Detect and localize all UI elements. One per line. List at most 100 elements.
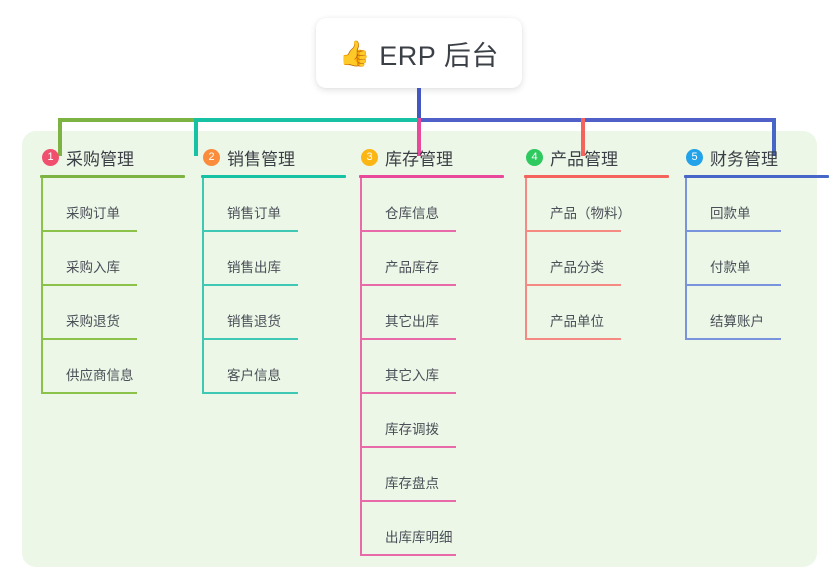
leaf-label: 其它出库 bbox=[385, 314, 439, 329]
leaf-node[interactable]: 库存盘点 bbox=[359, 448, 504, 502]
leaf-label: 采购入库 bbox=[66, 260, 120, 275]
leaf-underline bbox=[202, 230, 298, 232]
drop-product bbox=[581, 118, 585, 156]
leaf-label: 仓库信息 bbox=[385, 206, 439, 221]
branch-spine-sales bbox=[202, 178, 204, 394]
leaf-underline bbox=[360, 554, 456, 556]
leaf-node[interactable]: 结算账户 bbox=[684, 286, 829, 340]
leaf-node[interactable]: 产品分类 bbox=[524, 232, 669, 286]
leaf-node[interactable]: 其它入库 bbox=[359, 340, 504, 394]
segment-blue bbox=[417, 118, 776, 122]
branch-items-product: 产品（物料） 产品分类产品单位 bbox=[524, 178, 669, 340]
root-node-content: 👍 ERP 后台 bbox=[339, 34, 499, 73]
leaf-node[interactable]: 库存调拨 bbox=[359, 394, 504, 448]
branch-items-inventory: 仓库信息产品库存其它出库其它入库库存调拨库存盘点出库库明细 bbox=[359, 178, 504, 556]
leaf-node[interactable]: 销售订单 bbox=[201, 178, 346, 232]
leaf-underline bbox=[360, 230, 456, 232]
drop-inventory bbox=[417, 118, 421, 156]
leaf-label: 供应商信息 bbox=[66, 368, 134, 383]
branch-header-inventory[interactable]: 3 库存管理 bbox=[359, 144, 504, 170]
leaf-label: 其它入库 bbox=[385, 368, 439, 383]
leaf-label: 产品（物料） bbox=[550, 206, 631, 221]
leaf-node[interactable]: 销售出库 bbox=[201, 232, 346, 286]
branch-column-purchase: 1 采购管理采购订单采购入库采购退货供应商信息 bbox=[40, 144, 185, 394]
branch-title-inventory: 库存管理 bbox=[385, 149, 453, 169]
branch-underline-inventory bbox=[359, 175, 504, 178]
root-stem-connector bbox=[417, 88, 421, 120]
leaf-node[interactable]: 产品（物料） bbox=[524, 178, 669, 232]
branch-underline-purchase bbox=[40, 175, 185, 178]
leaf-label: 客户信息 bbox=[227, 368, 281, 383]
leaf-node[interactable]: 付款单 bbox=[684, 232, 829, 286]
branch-underline-sales bbox=[201, 175, 346, 178]
leaf-underline bbox=[202, 338, 298, 340]
leaf-node[interactable]: 仓库信息 bbox=[359, 178, 504, 232]
leaf-underline bbox=[41, 230, 137, 232]
leaf-underline bbox=[41, 338, 137, 340]
leaf-underline bbox=[685, 230, 781, 232]
branch-title-product: 产品管理 bbox=[550, 149, 618, 169]
leaf-node[interactable]: 回款单 bbox=[684, 178, 829, 232]
drop-sales bbox=[194, 118, 198, 156]
branch-badge-sales: 2 bbox=[203, 148, 220, 166]
branch-badge-purchase: 1 bbox=[42, 148, 59, 166]
leaf-label: 采购退货 bbox=[66, 314, 120, 329]
drop-finance bbox=[772, 118, 776, 156]
branch-items-purchase: 采购订单采购入库采购退货供应商信息 bbox=[40, 178, 185, 394]
leaf-node[interactable]: 产品库存 bbox=[359, 232, 504, 286]
leaf-label: 库存盘点 bbox=[385, 476, 439, 491]
leaf-label: 采购订单 bbox=[66, 206, 120, 221]
leaf-label: 出库库明细 bbox=[385, 530, 453, 545]
leaf-label: 产品单位 bbox=[550, 314, 604, 329]
leaf-underline bbox=[41, 392, 137, 394]
leaf-node[interactable]: 销售退货 bbox=[201, 286, 346, 340]
branch-spine-purchase bbox=[41, 178, 43, 394]
leaf-label: 产品库存 bbox=[385, 260, 439, 275]
leaf-label: 回款单 bbox=[710, 206, 751, 221]
thumbs-up-icon: 👍 bbox=[339, 38, 371, 68]
leaf-underline bbox=[525, 338, 621, 340]
branch-items-finance: 回款单付款单结算账户 bbox=[684, 178, 829, 340]
leaf-underline bbox=[202, 284, 298, 286]
branch-badge-product: 4 bbox=[526, 148, 543, 166]
branch-header-sales[interactable]: 2 销售管理 bbox=[201, 144, 346, 170]
branch-badge-finance: 5 bbox=[686, 148, 703, 166]
leaf-label: 库存调拨 bbox=[385, 422, 439, 437]
branch-title-sales: 销售管理 bbox=[227, 149, 295, 169]
branches-panel bbox=[22, 131, 817, 567]
branch-column-sales: 2 销售管理销售订单销售出库销售退货客户信息 bbox=[201, 144, 346, 394]
drop-purchase bbox=[58, 118, 62, 156]
branch-header-product[interactable]: 4 产品管理 bbox=[524, 144, 669, 170]
leaf-underline bbox=[360, 500, 456, 502]
branch-underline-product bbox=[524, 175, 669, 178]
leaf-node[interactable]: 采购订单 bbox=[40, 178, 185, 232]
leaf-node[interactable]: 其它出库 bbox=[359, 286, 504, 340]
leaf-underline bbox=[360, 446, 456, 448]
leaf-node[interactable]: 采购入库 bbox=[40, 232, 185, 286]
leaf-node[interactable]: 产品单位 bbox=[524, 286, 669, 340]
branch-spine-finance bbox=[685, 178, 687, 340]
leaf-node[interactable]: 采购退货 bbox=[40, 286, 185, 340]
leaf-label: 付款单 bbox=[710, 260, 751, 275]
leaf-node[interactable]: 出库库明细 bbox=[359, 502, 504, 556]
branch-column-finance: 5 财务管理回款单付款单结算账户 bbox=[684, 144, 829, 340]
branch-spine-product bbox=[525, 178, 527, 340]
branch-underline-finance bbox=[684, 175, 829, 178]
branch-spine-inventory bbox=[360, 178, 362, 556]
segment-green bbox=[58, 118, 194, 122]
leaf-underline bbox=[685, 338, 781, 340]
leaf-underline bbox=[360, 392, 456, 394]
branch-column-product: 4 产品管理产品（物料） 产品分类产品单位 bbox=[524, 144, 669, 340]
leaf-underline bbox=[525, 284, 621, 286]
leaf-node[interactable]: 客户信息 bbox=[201, 340, 346, 394]
branch-title-purchase: 采购管理 bbox=[66, 149, 134, 169]
branch-badge-inventory: 3 bbox=[361, 148, 378, 166]
leaf-node[interactable]: 供应商信息 bbox=[40, 340, 185, 394]
branch-header-purchase[interactable]: 1 采购管理 bbox=[40, 144, 185, 170]
branch-header-finance[interactable]: 5 财务管理 bbox=[684, 144, 829, 170]
branch-title-finance: 财务管理 bbox=[710, 149, 778, 169]
leaf-underline bbox=[360, 284, 456, 286]
branch-column-inventory: 3 库存管理仓库信息产品库存其它出库其它入库库存调拨库存盘点出库库明细 bbox=[359, 144, 504, 556]
leaf-label: 产品分类 bbox=[550, 260, 604, 275]
root-node[interactable]: 👍 ERP 后台 bbox=[316, 18, 522, 88]
